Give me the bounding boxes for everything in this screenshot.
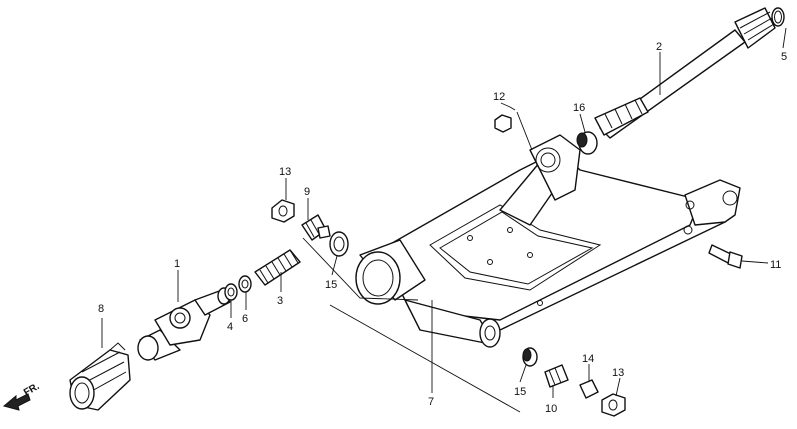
callout-16: 16 [573,102,585,114]
snap-ring-part-5 [771,7,785,27]
callout-9: 9 [304,186,310,198]
callout-labels: 1 2 3 4 5 6 7 8 9 10 11 12 13 13 14 15 1… [98,41,787,415]
front-direction-indicator: FR. [2,381,42,411]
drive-shaft-part-2 [594,7,776,139]
oil-seal-part-15-lower [522,347,538,367]
cap-part-14 [579,379,599,399]
oil-seal-part-16 [576,131,598,155]
nut-part-12 [494,114,512,133]
callout-7: 7 [428,396,434,408]
callout-14: 14 [582,353,594,365]
nut-part-13-upper [271,199,295,223]
callout-10: 10 [545,403,557,415]
callout-13-lower: 13 [612,367,624,379]
bolt-part-11 [708,244,743,269]
nut-part-13-lower [601,393,626,417]
callout-13-upper: 13 [279,166,291,178]
callout-4: 4 [227,321,233,333]
universal-joint-part-1 [137,287,231,361]
washer-part-4 [224,283,238,301]
oil-seal-part-15-upper [329,231,349,257]
callout-15-upper: 15 [325,279,337,291]
swingarm-part-7 [355,134,741,348]
callout-3: 3 [277,295,283,307]
front-label: FR. [22,381,42,399]
callout-12: 12 [493,91,505,103]
pivot-bolt-part-10 [544,364,569,388]
leader-lines [101,27,787,413]
callout-8: 8 [98,303,104,315]
spring-part-3 [254,249,301,286]
callout-5: 5 [781,51,787,63]
callout-2: 2 [656,41,662,53]
boot-part-8 [69,342,131,411]
callout-6: 6 [242,313,248,325]
callout-1: 1 [174,258,180,270]
washer-part-6 [238,275,252,293]
pivot-bolt-part-9 [301,214,331,241]
callout-15-lower: 15 [514,386,526,398]
front-arrow-icon [2,393,31,411]
callout-11: 11 [770,259,781,271]
